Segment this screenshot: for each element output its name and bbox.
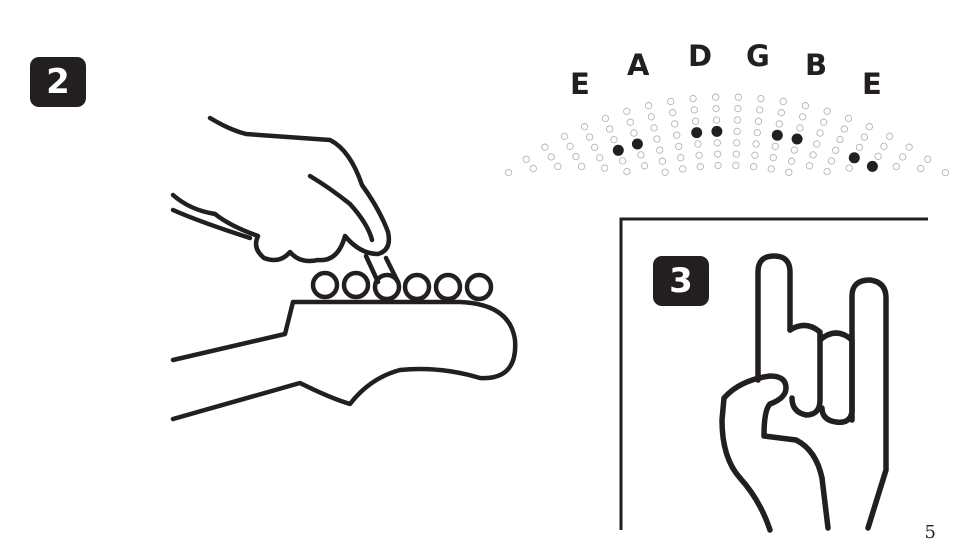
pinky-finger	[852, 280, 886, 528]
ring-finger	[820, 333, 852, 422]
page-number: 5	[925, 522, 936, 543]
middle-finger	[790, 325, 820, 415]
palm-line	[822, 478, 828, 528]
index-finger	[758, 256, 790, 380]
thumb	[722, 376, 822, 530]
